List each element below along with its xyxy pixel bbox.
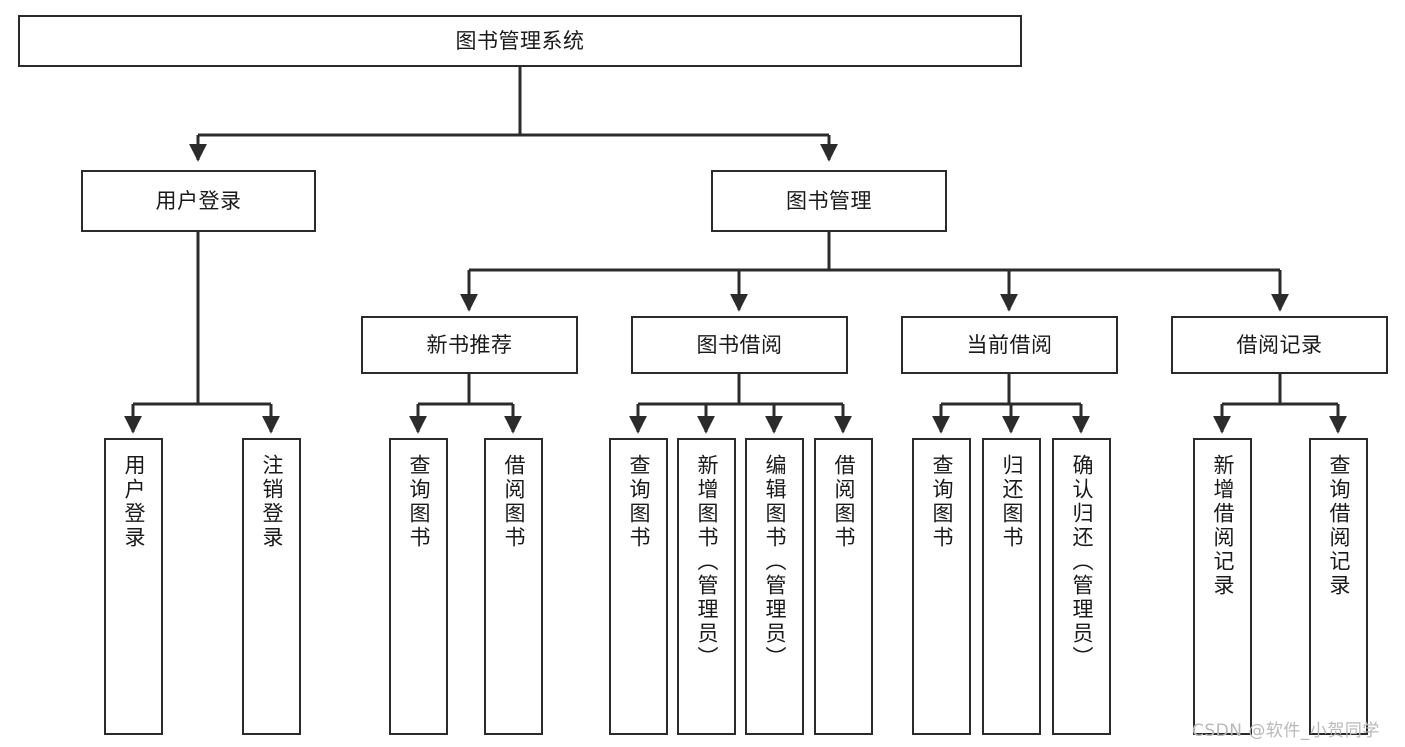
node-label: 图书管理系统 [455,28,585,53]
node-leaf-book-borrow-borrow[interactable]: 借阅图书 [814,438,873,735]
node-label: 图书管理 [786,188,872,213]
node-label: 归还图书 [1000,454,1024,550]
node-label: 查询图书 [407,454,431,550]
node-root-book-management-system[interactable]: 图书管理系统 [18,15,1022,67]
node-label: 编辑图书（管理员） [763,454,787,670]
node-leaf-user-login-login[interactable]: 用户登录 [104,438,163,735]
node-borrow-record[interactable]: 借阅记录 [1171,316,1388,374]
node-label: 注销登录 [260,454,284,550]
node-label: 借阅记录 [1236,332,1323,357]
node-label: 新书推荐 [426,332,513,357]
node-leaf-current-borrow-return[interactable]: 归还图书 [982,438,1041,735]
node-leaf-book-borrow-edit[interactable]: 编辑图书（管理员） [745,438,804,735]
node-label: 当前借阅 [966,332,1053,357]
node-leaf-current-borrow-confirm-return[interactable]: 确认归还（管理员） [1052,438,1111,735]
node-label: 确认归还（管理员） [1070,454,1094,670]
node-leaf-book-borrow-query[interactable]: 查询图书 [609,438,668,735]
node-label: 新增图书（管理员） [695,454,719,670]
node-user-login[interactable]: 用户登录 [81,170,316,232]
node-current-borrow[interactable]: 当前借阅 [901,316,1118,374]
node-label: 查询借阅记录 [1327,454,1351,598]
node-leaf-user-login-logout[interactable]: 注销登录 [242,438,301,735]
node-leaf-current-borrow-query[interactable]: 查询图书 [912,438,971,735]
node-leaf-book-borrow-add[interactable]: 新增图书（管理员） [677,438,736,735]
node-new-book-recommend[interactable]: 新书推荐 [361,316,578,374]
node-label: 借阅图书 [832,454,856,550]
node-label: 用户登录 [122,454,146,550]
node-label: 借阅图书 [502,454,526,550]
node-leaf-borrow-record-add[interactable]: 新增借阅记录 [1193,438,1252,735]
node-leaf-borrow-record-query[interactable]: 查询借阅记录 [1309,438,1368,735]
node-label: 查询图书 [930,454,954,550]
node-label: 用户登录 [155,188,242,213]
node-book-management[interactable]: 图书管理 [711,170,947,232]
node-label: 图书借阅 [696,332,783,357]
node-label: 查询图书 [627,454,651,550]
node-label: 新增借阅记录 [1211,454,1235,598]
node-book-borrow[interactable]: 图书借阅 [631,316,848,374]
node-leaf-new-book-query[interactable]: 查询图书 [389,438,448,735]
node-leaf-new-book-borrow[interactable]: 借阅图书 [484,438,543,735]
